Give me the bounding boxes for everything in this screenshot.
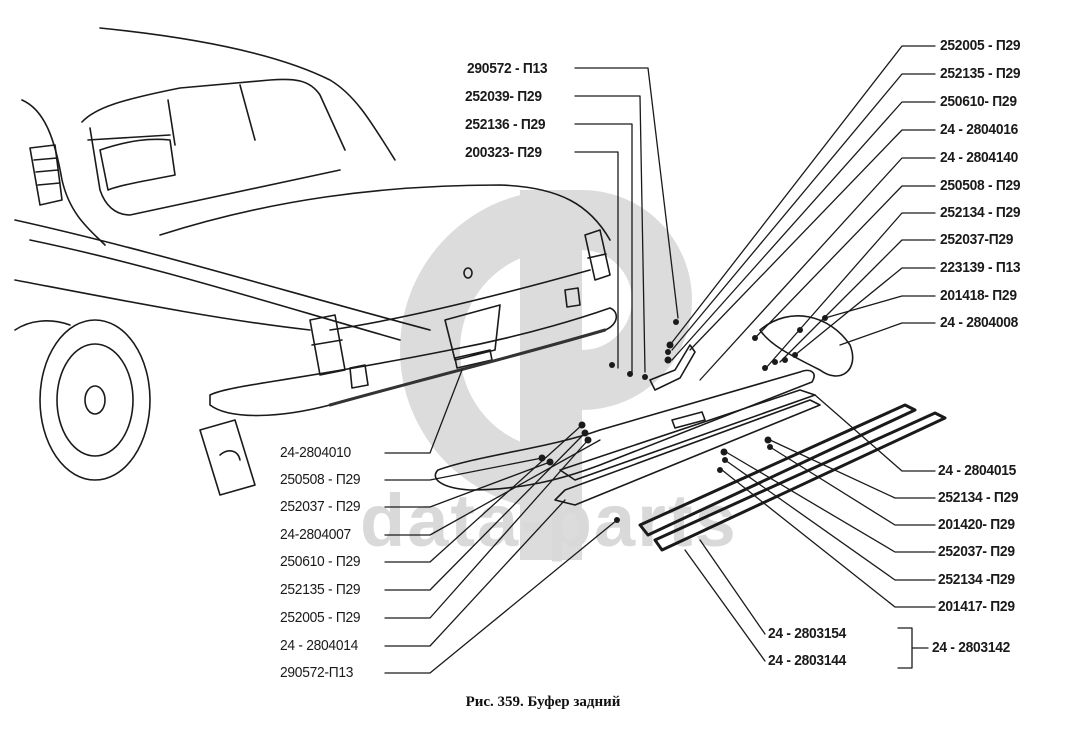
watermark-logo-stem bbox=[520, 190, 582, 560]
part-label: 252005 - П29 bbox=[940, 37, 1021, 54]
trunk-side-lines bbox=[14, 219, 431, 341]
part-label: 252135 - П29 bbox=[280, 581, 361, 598]
rear-window-lower bbox=[89, 127, 341, 216]
figure-caption: Рис. 359. Буфер задний bbox=[465, 694, 621, 710]
part-label: 24-2804010 bbox=[280, 444, 351, 461]
moulding-24-2803154 bbox=[638, 403, 917, 537]
bumper-moulding bbox=[328, 328, 607, 407]
license-plate-area bbox=[444, 304, 501, 369]
bumper-bar-24-2804010 bbox=[434, 369, 815, 491]
part-label: 200323- П29 bbox=[465, 144, 542, 161]
mud-flap-deer-logo bbox=[219, 450, 241, 461]
part-label: 252134 - П29 bbox=[940, 204, 1021, 221]
part-label: 252039- П29 bbox=[465, 88, 542, 105]
moulding-24-2803144 bbox=[653, 411, 947, 552]
right-taillight bbox=[584, 229, 611, 281]
leader-lines bbox=[384, 45, 936, 674]
bumper-center-bracket bbox=[671, 411, 706, 429]
part-label: 201420- П29 bbox=[938, 516, 1015, 533]
bracket-24-2804016 bbox=[649, 344, 696, 391]
part-label: 252134 -П29 bbox=[938, 571, 1015, 588]
bumper-trim-24-2804014 bbox=[554, 399, 821, 506]
rear-tire bbox=[39, 319, 151, 481]
part-label: 252135 - П29 bbox=[940, 65, 1021, 82]
wheel-arch bbox=[14, 320, 71, 331]
c-pillar-line bbox=[21, 99, 106, 246]
part-label: 24 - 2803144 bbox=[768, 652, 847, 669]
part-label: 24 - 2804008 bbox=[940, 314, 1019, 331]
rear-window-interior bbox=[87, 84, 256, 191]
part-label: 24 - 2804014 bbox=[280, 637, 359, 654]
part-label: 24 - 2804140 bbox=[940, 149, 1019, 166]
part-label: 252134 - П29 bbox=[938, 489, 1019, 506]
assembly-label: 24 - 2803142 bbox=[932, 639, 1011, 656]
part-label: 252037 - П29 bbox=[280, 498, 361, 515]
end-cap-24-2804008 bbox=[759, 315, 854, 377]
rear-window-outer bbox=[81, 78, 346, 151]
vent-grille bbox=[29, 144, 63, 206]
part-label: 201418- П29 bbox=[940, 287, 1017, 304]
part-label: 290572 - П13 bbox=[467, 60, 548, 77]
rear-bumper bbox=[209, 307, 618, 417]
part-label: 24 - 2804016 bbox=[940, 121, 1019, 138]
left-taillight bbox=[309, 314, 346, 376]
part-label: 250508 - П29 bbox=[280, 471, 361, 488]
mud-flap bbox=[199, 419, 256, 496]
part-label: 252037-П29 bbox=[940, 231, 1014, 248]
trunk-lid-top bbox=[159, 184, 611, 241]
part-label: 24 - 2803154 bbox=[768, 625, 847, 642]
exploded-parts bbox=[434, 315, 947, 552]
part-label: 223139 - П13 bbox=[940, 259, 1021, 276]
part-label: 252037- П29 bbox=[938, 543, 1015, 560]
part-label: 250610- П29 bbox=[940, 93, 1017, 110]
part-label: 250610 - П29 bbox=[280, 553, 361, 570]
part-label: 252136 - П29 bbox=[465, 116, 546, 133]
car-body bbox=[14, 27, 618, 496]
roof-line bbox=[99, 27, 396, 161]
trunk-lid-bottom bbox=[329, 269, 591, 331]
part-label: 24 - 2804015 bbox=[938, 462, 1017, 479]
part-label: 201417- П29 bbox=[938, 598, 1015, 615]
wheel-rim bbox=[56, 343, 134, 457]
watermark-logo-d-shape bbox=[400, 190, 560, 510]
part-label: 24-2804007 bbox=[280, 526, 351, 543]
part-label: 252005 - П29 bbox=[280, 609, 361, 626]
watermark-text: data-parts bbox=[360, 479, 738, 562]
wheel-hub bbox=[84, 385, 106, 415]
part-label: 290572-П13 bbox=[280, 664, 354, 681]
fasteners bbox=[538, 315, 828, 523]
body-side-line bbox=[14, 279, 311, 331]
watermark-logo-p-shape bbox=[582, 190, 692, 410]
trunk-lock bbox=[463, 267, 473, 279]
part-label: 250508 - П29 bbox=[940, 177, 1021, 194]
